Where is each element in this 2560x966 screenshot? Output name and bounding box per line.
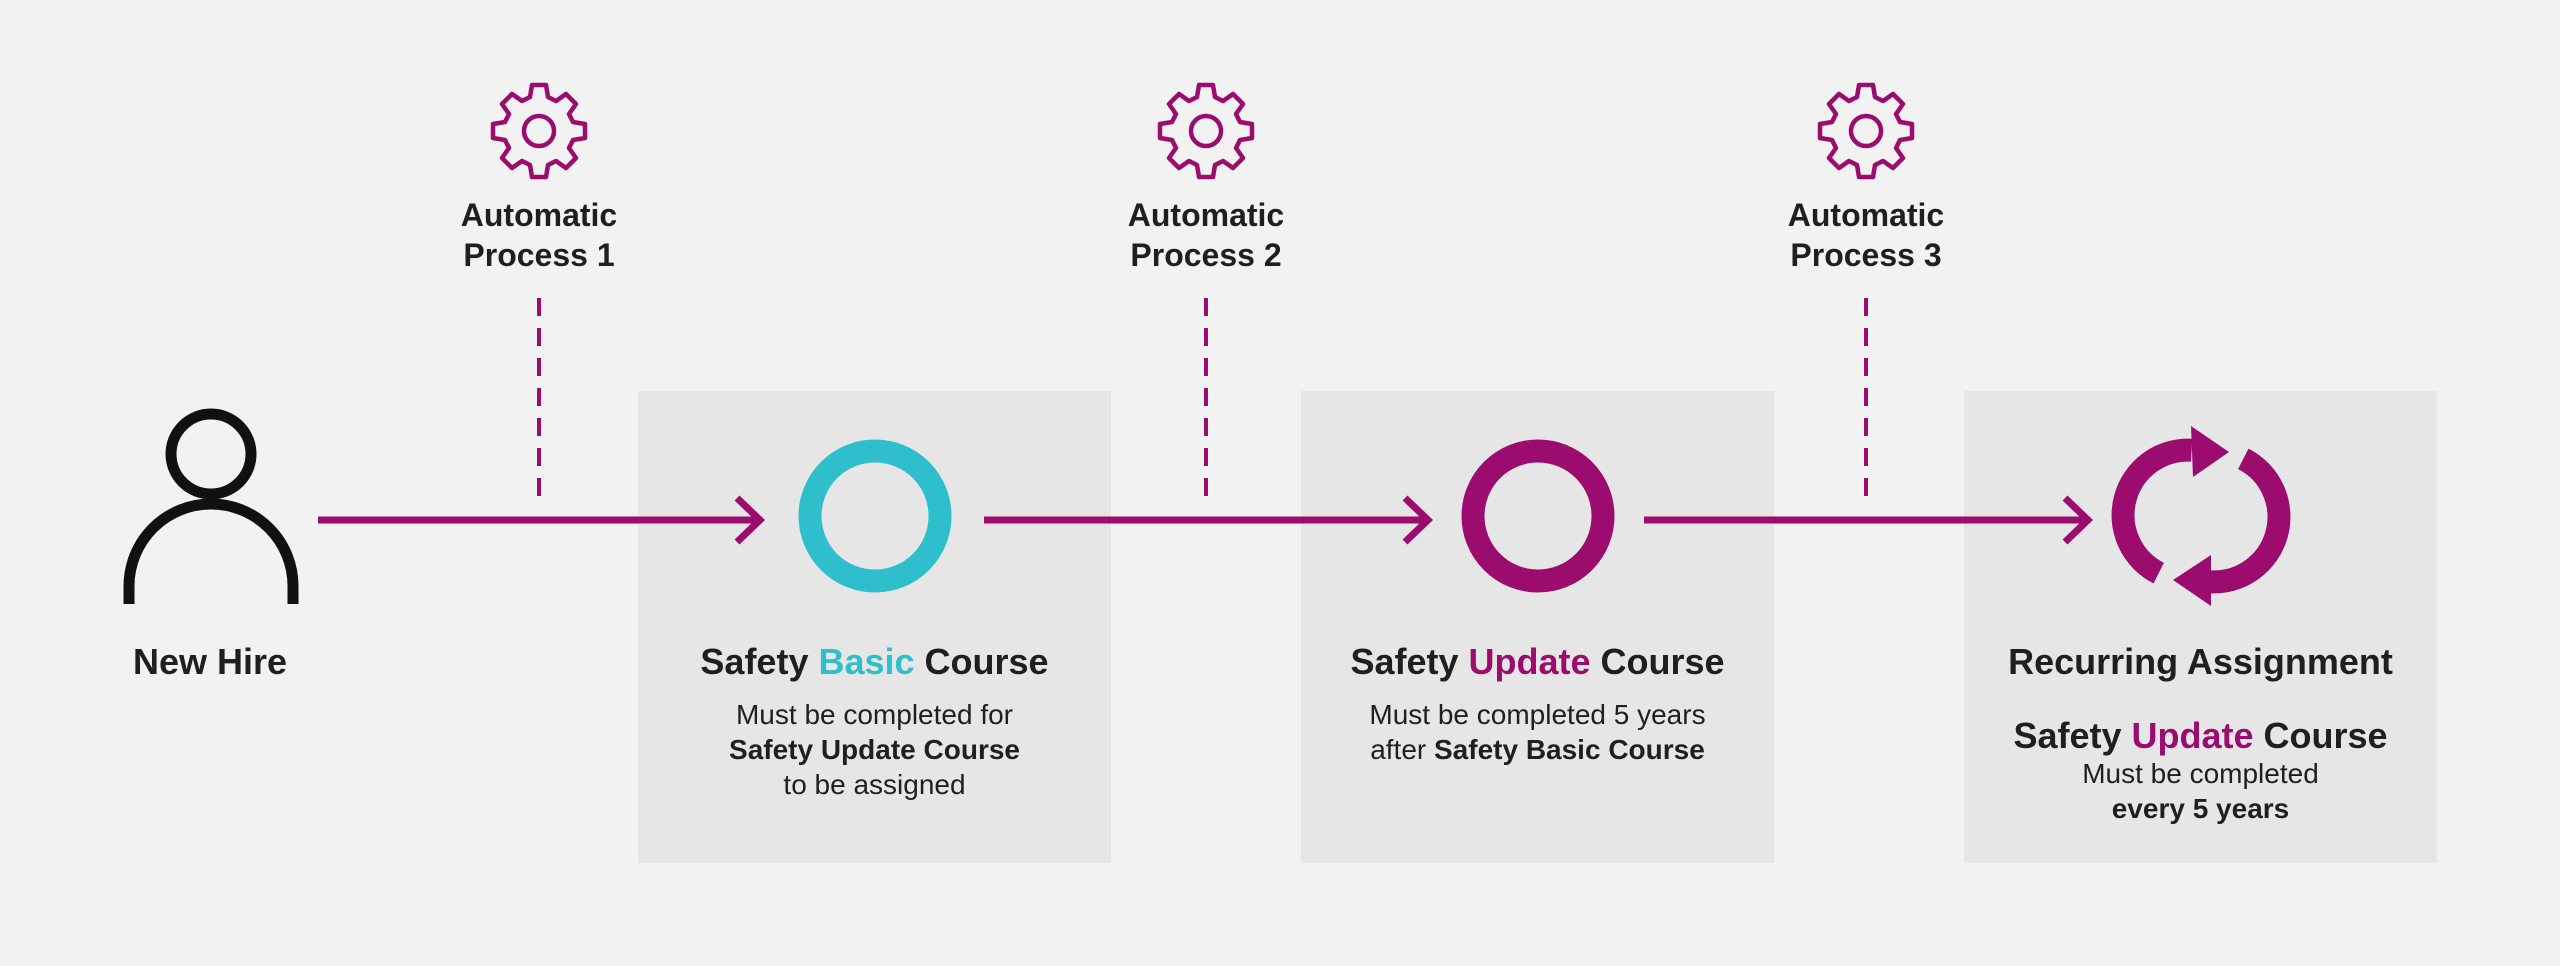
recurring-assignment-title: Recurring Assignment [2008,641,2393,682]
process-1-connector [537,298,541,503]
process-2-line1: Automatic [1127,197,1285,233]
title-highlight: Basic [818,641,915,682]
recurring-course-title: Safety Update Course [1964,714,2437,758]
process-3-line2: Process 3 [1790,237,1942,273]
magenta-ring-icon [1461,439,1615,593]
process-3-connector [1864,298,1868,503]
desc-bold: Safety Basic Course [1434,734,1705,765]
desc-prefix: after [1370,734,1434,765]
safety-basic-card [638,391,1111,863]
recurring-icon [2111,426,2291,606]
process-1-label: Automatic Process 1 [409,195,669,275]
title-highlight: Update [2131,715,2254,756]
desc-line: Must be completed for [735,699,1014,730]
process-1-line1: Automatic [460,197,618,233]
teal-ring-icon [798,439,952,593]
arrow-2 [984,495,1434,545]
process-2-connector [1204,298,1208,503]
process-2-line2: Process 2 [1130,237,1282,273]
desc-bold: Safety Update Course [729,734,1020,765]
title-prefix: Safety [700,641,819,682]
desc-bold-line: Safety Update Course [638,732,1111,767]
arrow-1 [318,495,766,545]
safety-update-card [1301,391,1774,863]
arrow-3 [1644,495,2094,545]
desc-bold-line: every 5 years [1964,791,2437,826]
title-suffix: Course [914,641,1049,682]
desc-line: Must be completed 5 years [1369,699,1706,730]
new-hire-label: New Hire [132,641,288,682]
process-1-line2: Process 1 [463,237,615,273]
person-icon [123,408,299,604]
process-3-line1: Automatic [1787,197,1945,233]
safety-update-description: Must be completed 5 years after Safety B… [1301,697,1774,767]
title-suffix: Course [1590,641,1725,682]
process-3-label: Automatic Process 3 [1736,195,1996,275]
title-prefix: Safety [2013,715,2132,756]
safety-update-title: Safety Update Course [1301,640,1774,684]
desc-bold: every 5 years [2111,793,2290,824]
safety-basic-title: Safety Basic Course [638,640,1111,684]
recurring-description: Must be completed every 5 years [1964,756,2437,826]
process-2-label: Automatic Process 2 [1076,195,1336,275]
desc-line: to be assigned [783,769,966,800]
gear-icon [490,82,588,180]
desc-line: Must be completed [2082,758,2319,789]
safety-basic-description: Must be completed for Safety Update Cour… [638,697,1111,802]
gear-icon [1817,82,1915,180]
gear-icon [1157,82,1255,180]
title-highlight: Update [1468,641,1591,682]
desc-line-2: after Safety Basic Course [1301,732,1774,767]
title-suffix: Course [2253,715,2388,756]
title-prefix: Safety [1350,641,1469,682]
